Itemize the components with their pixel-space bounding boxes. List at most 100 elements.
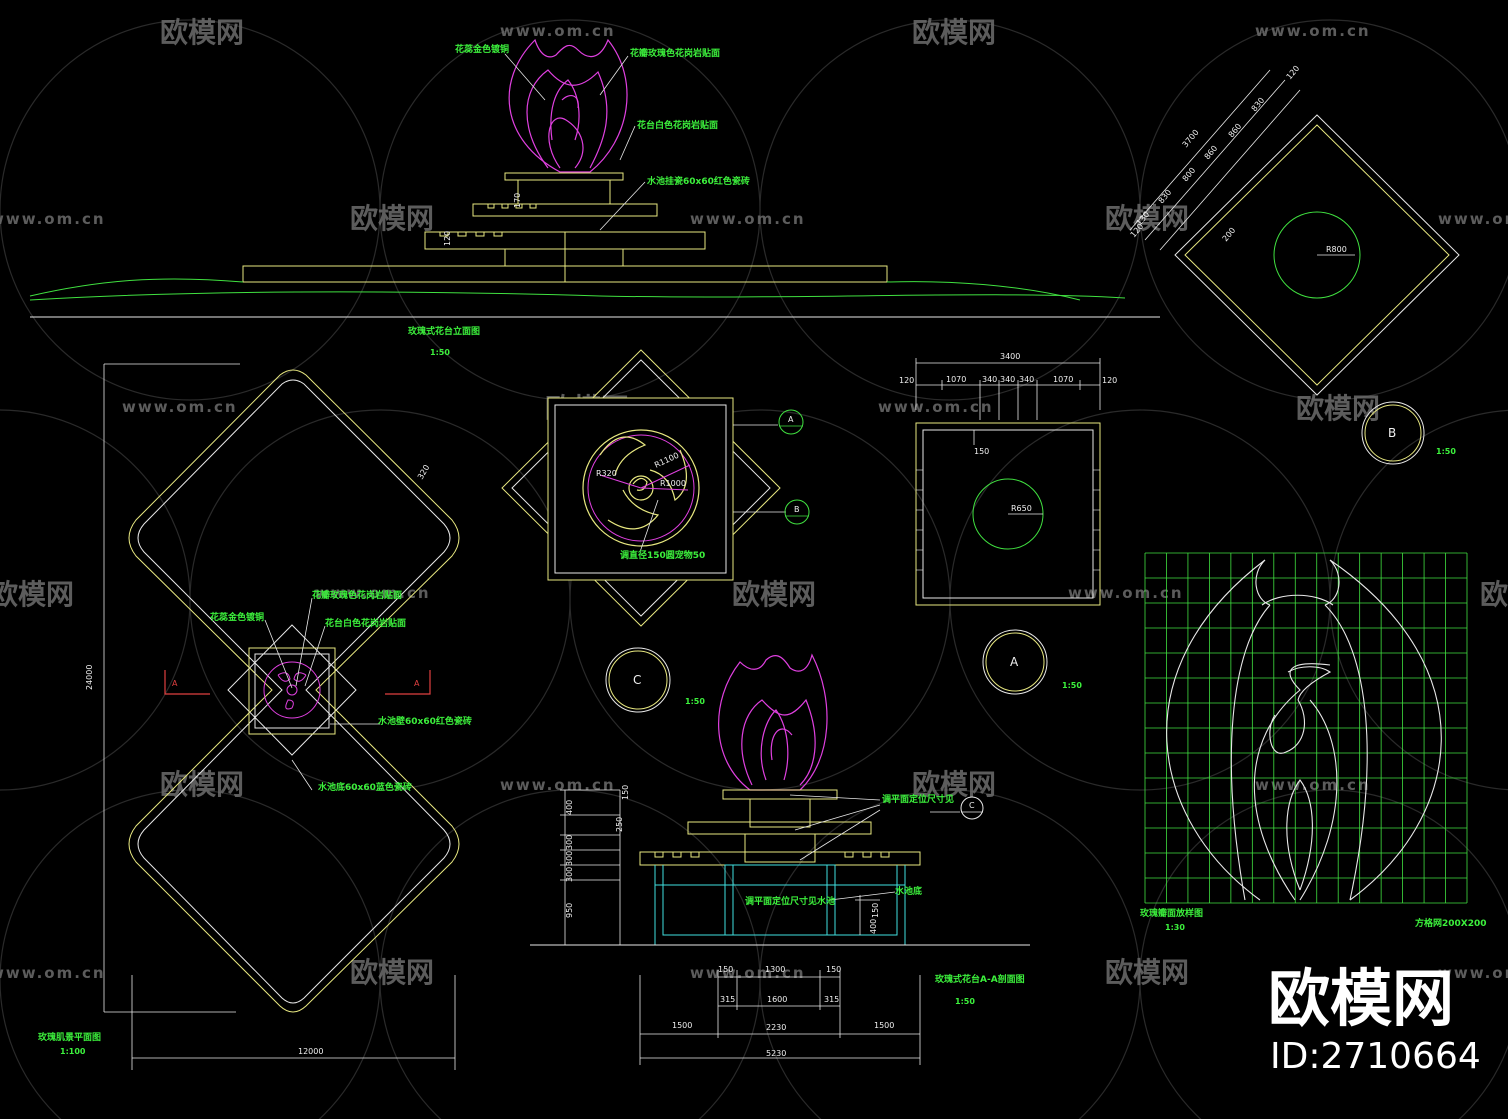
- watermark-url: www.om.cn: [0, 210, 106, 228]
- svg-text:1500: 1500: [672, 1021, 692, 1030]
- grid-scale: 1:30: [1165, 923, 1185, 932]
- site-dim-offset: 320: [416, 463, 431, 481]
- plan-c-marker-b: [784, 499, 810, 525]
- svg-text:1300: 1300: [765, 965, 785, 974]
- svg-text:C: C: [969, 801, 975, 810]
- svg-text:120: 120: [1285, 64, 1302, 81]
- svg-text:830: 830: [1250, 96, 1267, 113]
- section-petals: [718, 653, 828, 791]
- watermark-logo: 欧模网: [1296, 392, 1380, 425]
- watermark-url: www.om.cn: [690, 210, 806, 228]
- site-dim-width: 12000: [298, 1047, 323, 1056]
- site-plan-center-square: [227, 624, 357, 756]
- callout-b-scale: 1:50: [1436, 447, 1456, 456]
- svg-text:300: 300: [565, 867, 574, 882]
- callout-a-scale: 1:50: [1062, 681, 1082, 690]
- rotated-square-outline: [1174, 114, 1460, 396]
- elevation-leaders: [504, 53, 646, 231]
- plan-c-petals: [599, 436, 687, 530]
- svg-text:B: B: [794, 505, 800, 514]
- svg-text:340: 340: [982, 375, 997, 384]
- svg-text:1070: 1070: [946, 375, 966, 384]
- section-scale: 1:50: [955, 997, 975, 1006]
- plan-c-marker-a: [778, 409, 804, 435]
- section-left-dims: [560, 789, 621, 946]
- elevation-petals: [508, 38, 628, 173]
- svg-text:250: 250: [615, 817, 624, 832]
- svg-text:200: 200: [1221, 226, 1238, 243]
- watermark-logo: 欧模网: [732, 578, 816, 611]
- svg-text:150: 150: [621, 785, 630, 800]
- site-label-petal: 花瓣玫瑰色花岗岩贴面: [312, 589, 402, 601]
- site-label-pool-floor: 水池底60x60蓝色瓷砖: [318, 781, 412, 793]
- section-leaders: [789, 794, 960, 901]
- top-right-plan: R800 120 3700 830 860 860 800 830 130 12…: [1129, 64, 1460, 465]
- plan-c-radius: R1000: [660, 479, 686, 488]
- site-plan: 花蕊金色镀铜 花瓣玫瑰色花岗岩贴面 花台白色花岗岩贴面 水池壁60x60红色瓷砖…: [38, 363, 472, 1070]
- watermark-logo: 欧模网: [350, 956, 434, 989]
- watermark-logo: 欧模网: [1480, 578, 1508, 611]
- elevation-label-petal: 花瓣玫瑰色花岗岩贴面: [630, 47, 720, 59]
- watermark-url: www.om.cn: [1255, 22, 1371, 40]
- svg-text:860: 860: [1203, 144, 1220, 161]
- callout-circle-c: [605, 647, 671, 713]
- svg-text:340: 340: [1019, 375, 1034, 384]
- petal-layout-grid: 玫瑰瓣面放样图 1:30 方格网200X200: [1140, 552, 1487, 932]
- section-mark-a-right: A: [414, 679, 420, 688]
- svg-text:950: 950: [565, 903, 574, 918]
- watermark-logo: 欧模网: [160, 16, 244, 49]
- elevation-base: [242, 172, 888, 283]
- site-label-pool-wall: 水池壁60x60红色瓷砖: [378, 715, 472, 727]
- plan-a-radius: R650: [1011, 504, 1032, 513]
- brand-overlay: 欧模网 ID:2710664: [1268, 962, 1481, 1077]
- watermark-logo: 欧模网: [160, 768, 244, 801]
- watermark-url: www.om.cn: [500, 776, 616, 794]
- plan-c: R320 R1100 R1000 调直径150圆宠物50 A B C 1:50: [501, 349, 810, 713]
- site-dimension-lines: [103, 363, 456, 1070]
- elevation-dim: 170: [513, 193, 522, 208]
- elevation-label-pool: 水池挂瓷60x60红色瓷砖: [647, 175, 750, 187]
- watermark-logo: 欧模网: [350, 202, 434, 235]
- svg-text:120: 120: [1102, 376, 1117, 385]
- svg-text:150: 150: [718, 965, 733, 974]
- grid-lines: [1144, 552, 1468, 904]
- site-label-stamen: 花蕊金色镀铜: [210, 611, 264, 623]
- plan-a: R650 3400 120 1070 340 340 340 1070 120 …: [899, 352, 1117, 695]
- site-plan-outline: [128, 369, 460, 1013]
- watermark-url: www.om.cn: [315, 584, 431, 602]
- site-label-platform: 花台白色花岗岩贴面: [325, 617, 406, 629]
- section-title: 玫瑰式花台A-A剖面图: [935, 973, 1025, 985]
- callout-b-label: B: [1388, 426, 1396, 440]
- watermark-url: www.om.cn: [1438, 210, 1508, 228]
- fountain-circle: [1273, 211, 1361, 299]
- watermark-layer: [0, 19, 1508, 1119]
- watermark-text-layer: 欧模网 欧模网 www.om.cn www.om.cn www.om.cn 欧模…: [0, 16, 1508, 989]
- callout-a-label: A: [1010, 655, 1019, 669]
- elevation-title: 玫瑰式花台立面图: [408, 325, 480, 337]
- svg-text:315: 315: [720, 995, 735, 1004]
- watermark-url: www.om.cn: [1068, 584, 1184, 602]
- grid-title: 玫瑰瓣面放样图: [1140, 907, 1203, 919]
- site-plan-scale: 1:100: [60, 1047, 86, 1056]
- site-plan-title: 玫瑰肌景平面图: [38, 1031, 101, 1043]
- watermark-logo: 欧模网: [1105, 956, 1189, 989]
- plan-a-dim-total: 3400: [1000, 352, 1020, 361]
- callout-circle-a: [982, 629, 1048, 695]
- watermark-logo: 欧模网: [912, 16, 996, 49]
- svg-text:300: 300: [565, 851, 574, 866]
- brand-logo: 欧模网: [1268, 962, 1454, 1035]
- svg-text:120: 120: [899, 376, 914, 385]
- brand-id: ID:2710664: [1270, 1036, 1481, 1077]
- section-markers: [164, 670, 431, 695]
- svg-text:300: 300: [565, 835, 574, 850]
- section-marker-c: [960, 796, 984, 820]
- diagonal-dimension-lines: [1129, 69, 1301, 251]
- watermark-url: www.om.cn: [0, 964, 106, 982]
- svg-text:1500: 1500: [874, 1021, 894, 1030]
- svg-text:1070: 1070: [1053, 375, 1073, 384]
- svg-text:5230: 5230: [766, 1049, 786, 1058]
- svg-text:400: 400: [869, 919, 878, 934]
- plan-c-radius: R320: [596, 469, 617, 478]
- callout-c-label: C: [633, 673, 641, 687]
- grid-note: 方格网200X200: [1415, 917, 1487, 929]
